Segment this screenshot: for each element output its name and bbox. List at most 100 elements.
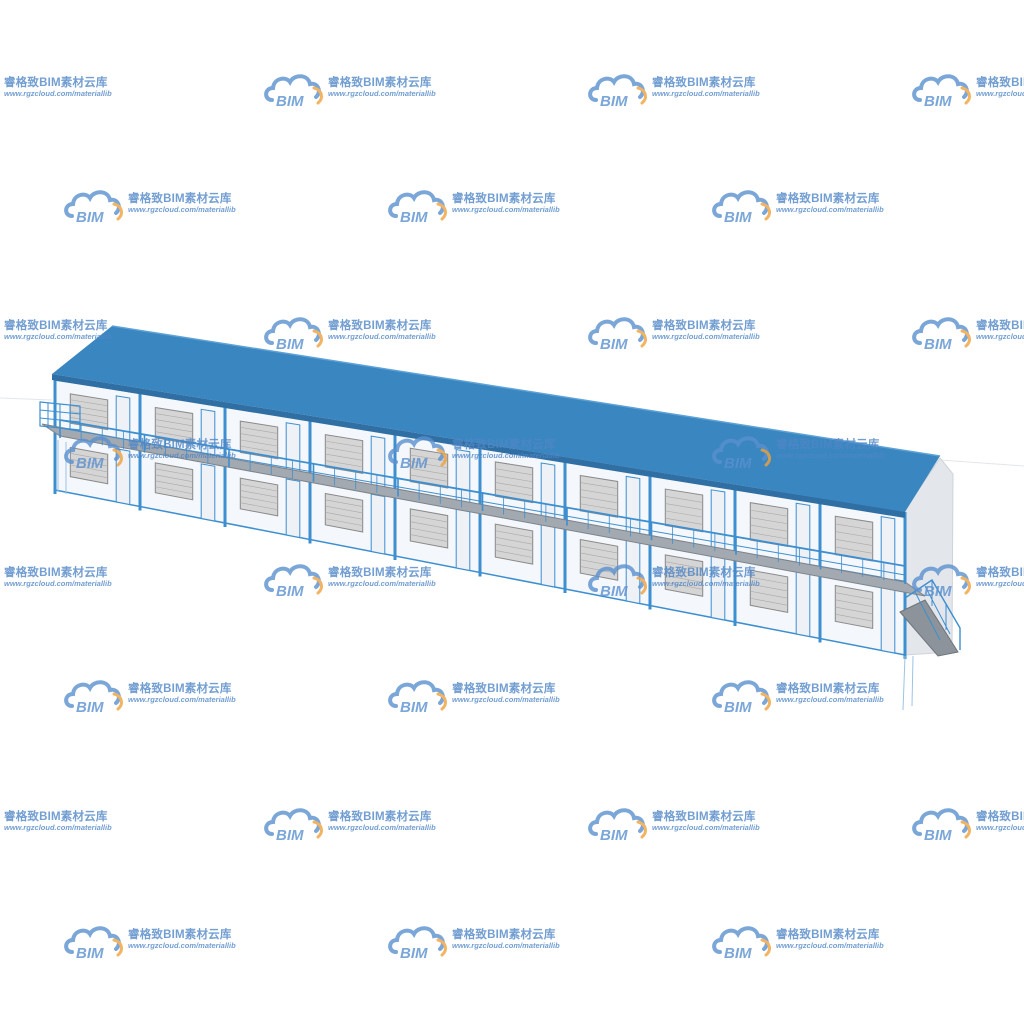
lower-window	[239, 477, 279, 517]
window-louvre	[325, 505, 363, 514]
window-louvre	[750, 524, 788, 532]
window-louvre	[750, 590, 788, 599]
window-louvre	[410, 474, 448, 482]
window-louvre	[835, 613, 873, 622]
window-louvre	[750, 509, 788, 517]
window-louvre	[665, 568, 703, 576]
window-louvre	[155, 419, 193, 427]
lower-door	[540, 523, 556, 588]
window-louvre	[410, 527, 448, 536]
lower-door	[795, 569, 811, 638]
window-louvre	[495, 468, 533, 476]
lower-window	[154, 462, 194, 501]
window-louvre	[155, 480, 193, 489]
window-louvre	[240, 484, 278, 492]
ground-line-right	[939, 459, 1024, 467]
lower-window	[834, 584, 874, 630]
window-louvre	[325, 518, 363, 526]
window-louvre	[155, 413, 193, 420]
window-louvre	[70, 405, 108, 413]
window-louvre	[495, 475, 533, 483]
window-louvre	[580, 482, 618, 489]
left-staircase	[39, 401, 81, 494]
walkway-railing	[59, 419, 906, 584]
upper-window	[324, 434, 364, 475]
window-louvre	[835, 599, 873, 608]
window-louvre	[70, 470, 108, 479]
window-louvre	[495, 550, 533, 558]
upper-walkway-deck	[41, 423, 926, 597]
window-louvre	[155, 425, 193, 433]
window-louvre	[410, 467, 448, 475]
window-louvre	[835, 606, 873, 615]
window-louvre	[495, 530, 533, 538]
lower-window	[749, 569, 789, 613]
window-louvre	[665, 575, 703, 583]
lower-door	[710, 554, 726, 621]
window-louvre	[750, 517, 788, 525]
lower-door	[880, 584, 896, 654]
window-louvre	[665, 496, 703, 503]
window-louvre	[410, 521, 448, 529]
window-louvre	[325, 453, 363, 461]
upper-window	[154, 406, 194, 445]
lower-window	[579, 538, 619, 581]
roof-ridge	[111, 325, 941, 457]
window-louvre	[155, 486, 193, 495]
window-louvre	[240, 502, 278, 510]
window-louvre	[835, 546, 873, 554]
window-louvre	[580, 496, 618, 504]
window-louvre	[240, 433, 278, 441]
lower-door	[455, 508, 471, 572]
window-louvre	[580, 503, 618, 511]
window-louvre	[240, 496, 278, 504]
window-louvre	[835, 538, 873, 546]
window-louvre	[750, 583, 788, 592]
window-louvre	[70, 464, 108, 473]
window-louvre	[665, 561, 703, 569]
window-louvre	[325, 499, 363, 507]
window-louvre	[240, 445, 278, 453]
window-louvre	[665, 503, 703, 511]
window-louvre	[325, 460, 363, 468]
roof-eave	[52, 374, 905, 518]
window-louvre	[835, 523, 873, 531]
window-louvre	[580, 545, 618, 554]
lower-door	[625, 539, 641, 605]
window-louvre	[240, 439, 278, 447]
window-louvre	[580, 489, 618, 497]
window-louvre	[325, 512, 363, 520]
window-louvre	[410, 534, 448, 542]
window-louvre	[665, 510, 703, 518]
window-louvre	[665, 517, 703, 525]
window-louvre	[70, 417, 108, 424]
window-louvre	[325, 440, 363, 448]
upper-door	[880, 516, 896, 581]
window-louvre	[835, 531, 873, 539]
window-louvre	[495, 489, 533, 496]
window-louvre	[835, 592, 873, 600]
lower-door	[370, 493, 386, 555]
window-louvre	[580, 552, 618, 561]
lower-door	[115, 448, 131, 506]
ground-line-left	[0, 397, 53, 401]
roof-panel	[52, 326, 940, 512]
window-louvre	[750, 532, 788, 540]
upper-window	[239, 420, 279, 460]
window-louvre	[410, 514, 448, 523]
window-louvre	[70, 411, 108, 419]
window-louvre	[240, 490, 278, 498]
window-louvre	[495, 543, 533, 552]
window-louvre	[495, 537, 533, 545]
lower-window	[324, 492, 364, 533]
lower-window	[664, 554, 704, 597]
lower-door	[200, 463, 216, 522]
upper-door	[795, 502, 811, 566]
frame-beam	[54, 489, 906, 656]
window-louvre	[750, 576, 788, 585]
window-louvre	[665, 582, 703, 590]
lower-door	[285, 478, 301, 539]
window-louvre	[155, 431, 193, 439]
window-louvre	[240, 427, 278, 434]
